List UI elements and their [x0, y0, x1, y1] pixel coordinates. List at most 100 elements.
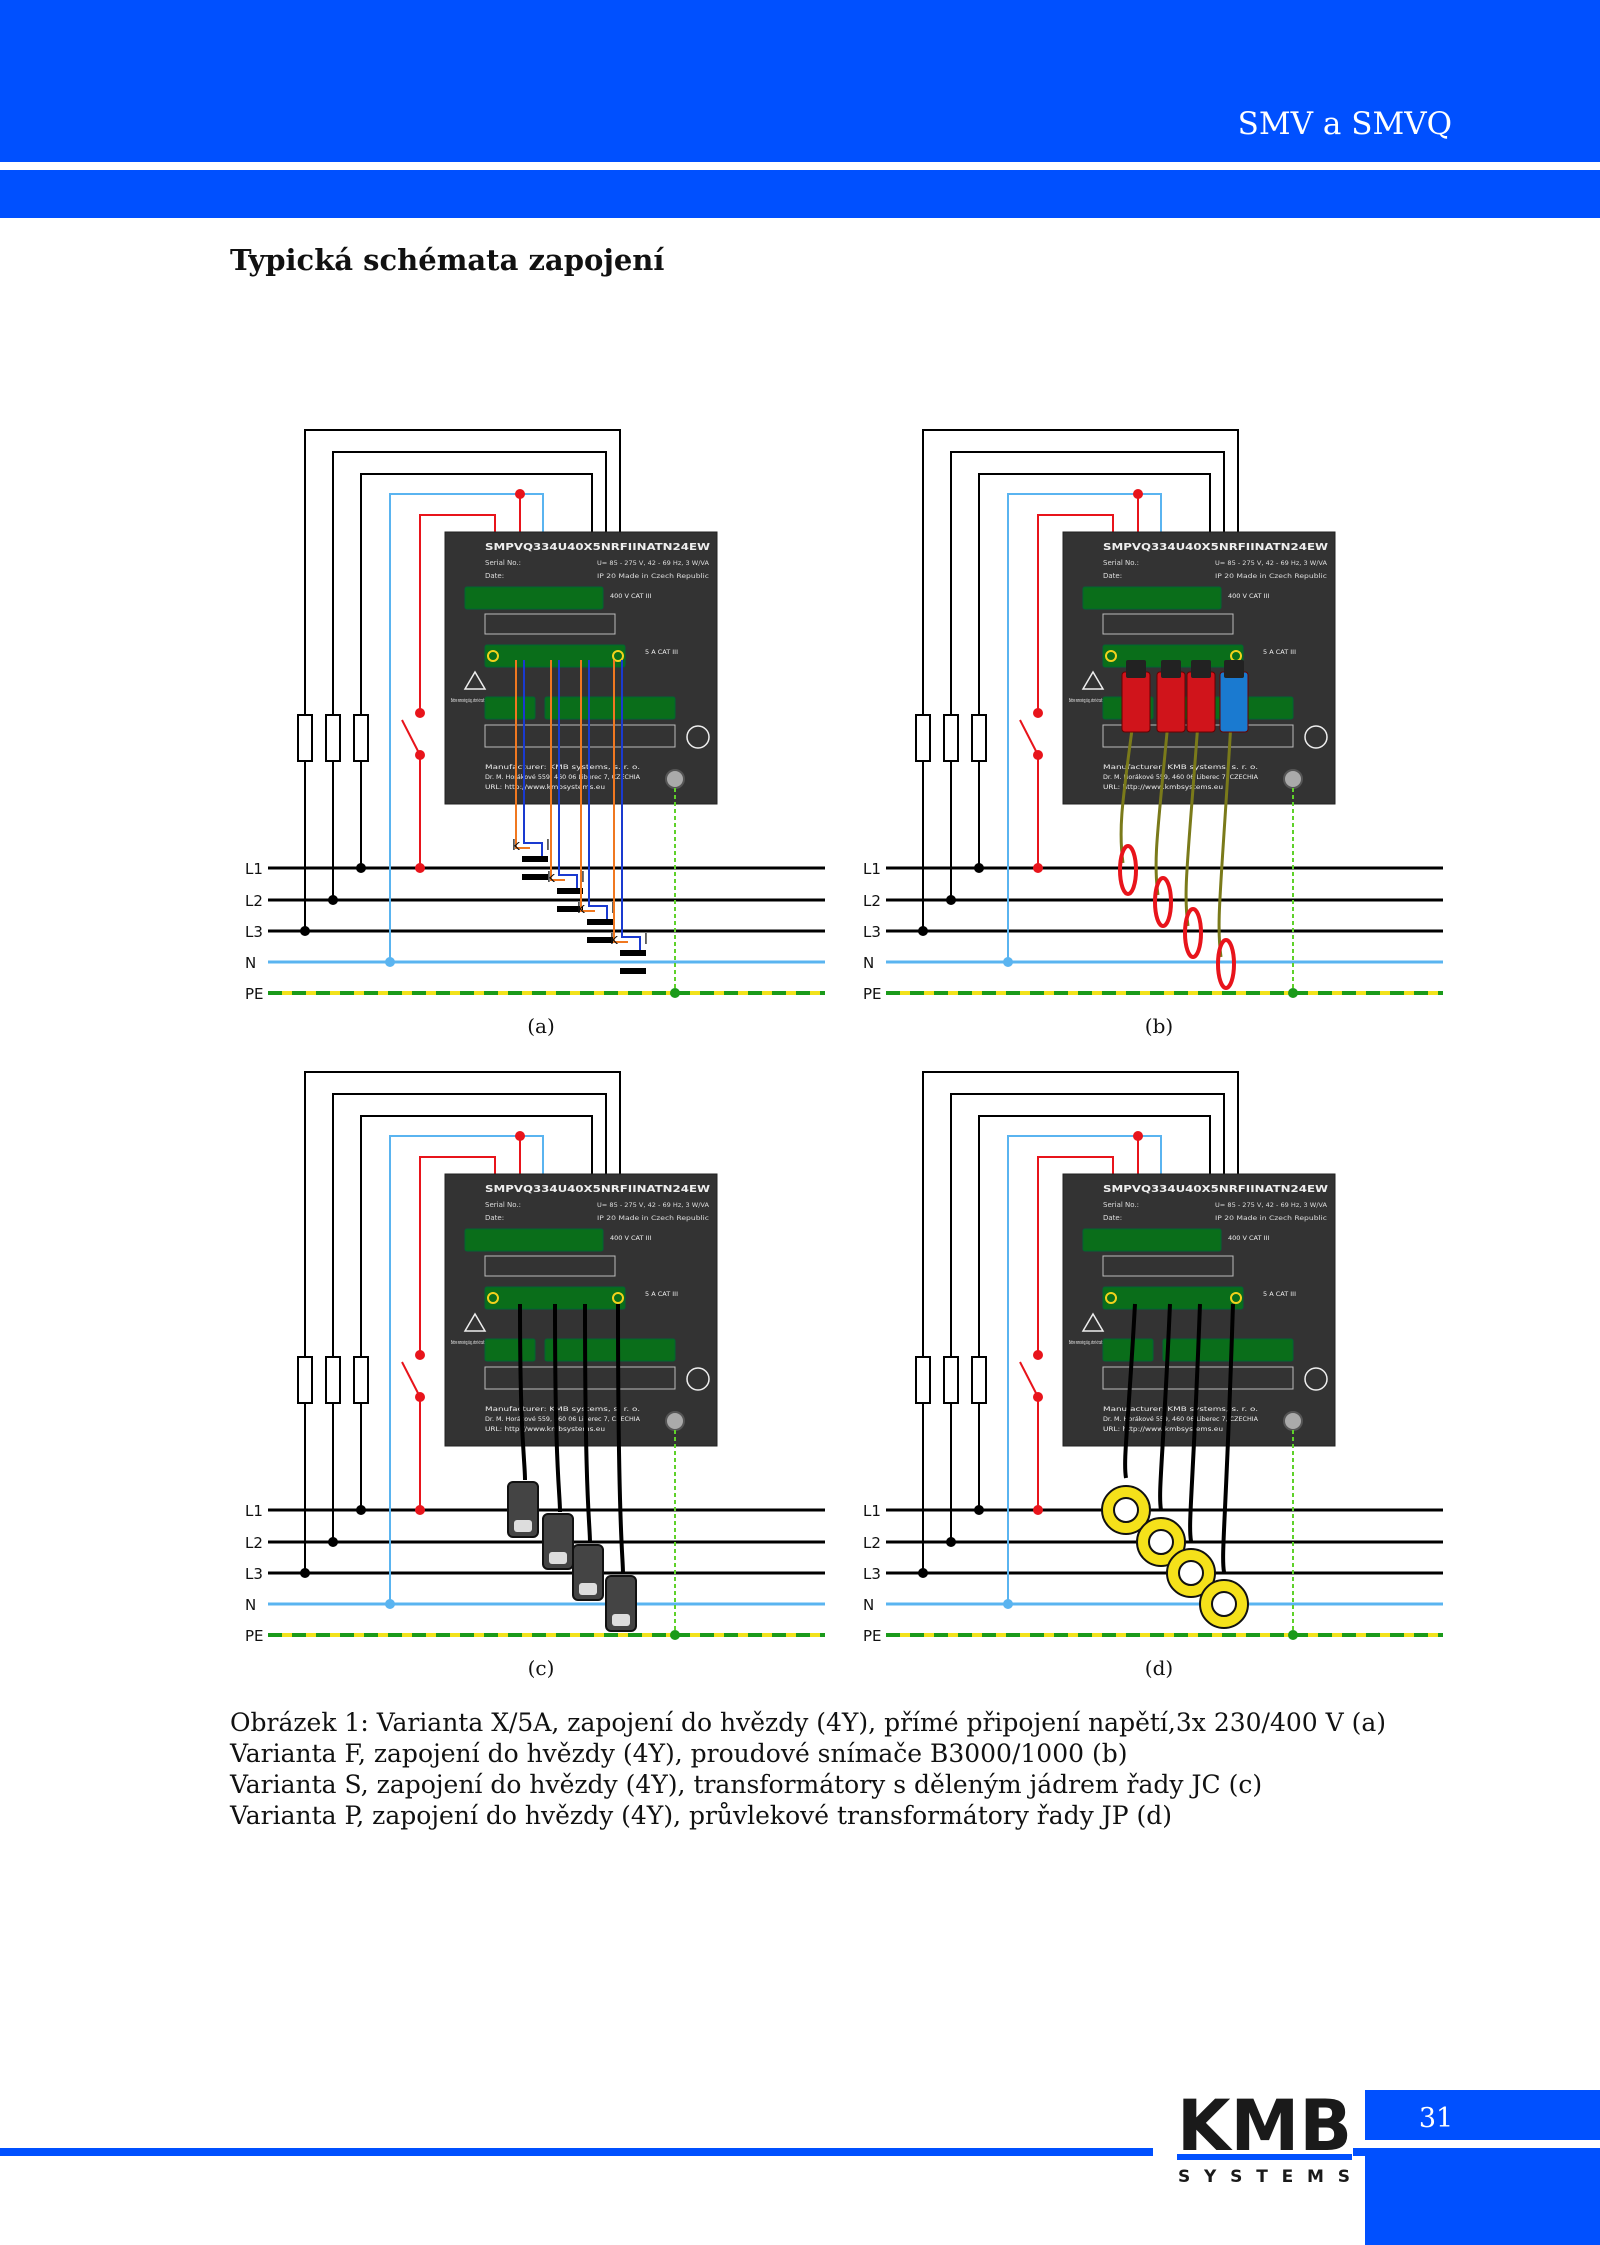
device-date: Date:: [1103, 572, 1122, 580]
device-amp: 5 A CAT III: [645, 1290, 678, 1298]
device-date: Date:: [485, 572, 504, 580]
current-transformer: [620, 950, 646, 956]
device-cat: 400 V CAT III: [1228, 592, 1269, 600]
ct-mark-k: k: [577, 901, 586, 917]
switch-contact: [1033, 750, 1043, 760]
device-serial: Serial No.:: [1103, 559, 1139, 567]
voltage-wire-3: [978, 1115, 1211, 1510]
device-rating-2: IP 20 Made in Czech Republic: [597, 572, 709, 580]
device-manufacturer: Manufacturer: KMB systems, s. r. o.: [485, 1405, 640, 1413]
footer-box-divider: [1365, 2140, 1600, 2148]
junction-dot: [1288, 1630, 1298, 1640]
fuse: [971, 1356, 987, 1404]
device-rating: U= 85 - 275 V, 42 - 69 Hz, 3 W/VA: [597, 559, 710, 567]
warning-icon: [1081, 1312, 1105, 1332]
aux-switch: [1019, 1361, 1039, 1398]
wiring-diagram-a: L1L2L3NPESMPVQ334U40X5NRFIINATN24EWSeria…: [245, 429, 825, 1003]
terminal-label-strip: [484, 1255, 616, 1277]
meter-device: [444, 1173, 718, 1447]
aux-wire-upper: [419, 1156, 496, 1355]
ct-wire-k: [550, 660, 565, 881]
line-label-n: N: [863, 954, 874, 972]
meter-device: [1062, 1173, 1336, 1447]
device-address: Dr. M. Horákové 559, 460 06 Liberec 7, C…: [485, 773, 641, 781]
ct-mark-k: k: [610, 932, 619, 948]
feedthrough-window: [1148, 1529, 1174, 1555]
junction-dot: [1133, 489, 1143, 499]
switch-contact: [1033, 1392, 1043, 1402]
screw: [1105, 650, 1117, 662]
device-warning: Before removing plug, short-circuit C.T.…: [1069, 698, 1119, 704]
feedthrough-window: [1178, 1560, 1204, 1586]
wiring-diagram-d: L1L2L3NPESMPVQ334U40X5NRFIINATN24EWSeria…: [863, 1071, 1443, 1645]
junction-dot: [515, 1131, 525, 1141]
junction-dot: [946, 1537, 956, 1547]
ground-screw: [665, 769, 685, 789]
fuse: [943, 714, 959, 762]
ct-mark-l: l: [546, 838, 550, 854]
warning-icon: [1081, 670, 1105, 690]
header-band: [0, 0, 1600, 162]
device-rating-2: IP 20 Made in Czech Republic: [597, 1214, 709, 1222]
figure-caption: Obrázek 1: Varianta X/5A, zapojení do hv…: [230, 1707, 1430, 1831]
voltage-wire-3: [978, 473, 1211, 868]
line-label-pe: PE: [863, 985, 882, 1003]
device-date: Date:: [1103, 1214, 1122, 1222]
junction-dot: [415, 863, 425, 873]
voltage-terminal-block: [464, 1228, 604, 1252]
device-address: Dr. M. Horákové 559, 460 06 Liberec 7, C…: [1103, 773, 1259, 781]
io-terminal-block-2: [544, 1338, 676, 1362]
ground-symbol: [1304, 1367, 1328, 1391]
footer-page-box: [1365, 2090, 1600, 2245]
line-label-l1: L1: [245, 860, 263, 878]
ground-symbol: [1304, 725, 1328, 749]
device-cat: 400 V CAT III: [610, 1234, 651, 1242]
voltage-wire-1: [922, 429, 1239, 931]
junction-dot: [946, 895, 956, 905]
voltage-wire-1: [304, 429, 621, 931]
ct-cable: [1188, 1303, 1202, 1542]
screw: [487, 1292, 499, 1304]
sensor-connector-head: [1161, 660, 1181, 678]
sensor-connector-head: [1126, 660, 1146, 678]
io-terminal-block-2: [1162, 1338, 1294, 1362]
device-cat: 400 V CAT III: [1228, 1234, 1269, 1242]
fuse: [325, 1356, 341, 1404]
ct-wire-l: [558, 660, 578, 888]
junction-dot: [385, 957, 395, 967]
io-label-strip: [484, 1366, 676, 1390]
switch-contact: [415, 708, 425, 718]
fuse: [297, 714, 313, 762]
ct-mark-k: k: [547, 870, 556, 886]
split-core-window: [514, 1520, 532, 1532]
aux-switch: [401, 1361, 421, 1398]
junction-dot: [918, 926, 928, 936]
fuse: [915, 714, 931, 762]
terminal-label-strip: [1102, 613, 1234, 635]
device-manufacturer: Manufacturer: KMB systems, s. r. o.: [485, 763, 640, 771]
voltage-wire-3: [360, 1115, 593, 1510]
current-transformer: [522, 856, 548, 862]
caption-line-2: Varianta F, zapojení do hvězdy (4Y), pro…: [230, 1739, 1128, 1768]
ct-cable: [518, 1303, 527, 1481]
fuse: [915, 1356, 931, 1404]
split-core-window: [549, 1552, 567, 1564]
switch-contact: [415, 1392, 425, 1402]
screw: [612, 1292, 624, 1304]
fuse: [353, 714, 369, 762]
device-model: SMPVQ334U40X5NRFIINATN24EW: [1103, 1184, 1328, 1195]
sensor-connector: [1219, 671, 1249, 733]
neutral-wire: [1007, 493, 1162, 962]
junction-dot: [515, 489, 525, 499]
voltage-wire-3: [360, 473, 593, 868]
aux-wire-upper: [419, 514, 496, 713]
screw: [487, 650, 499, 662]
section-title: Typická schémata zapojení: [230, 243, 665, 277]
neutral-wire: [389, 1135, 544, 1604]
ground-symbol: [686, 725, 710, 749]
rogowski-coil: [1216, 938, 1236, 990]
device-rating: U= 85 - 275 V, 42 - 69 Hz, 3 W/VA: [1215, 1201, 1328, 1209]
io-terminal-block: [484, 696, 536, 720]
voltage-terminal-block: [464, 586, 604, 610]
line-label-pe: PE: [245, 985, 264, 1003]
